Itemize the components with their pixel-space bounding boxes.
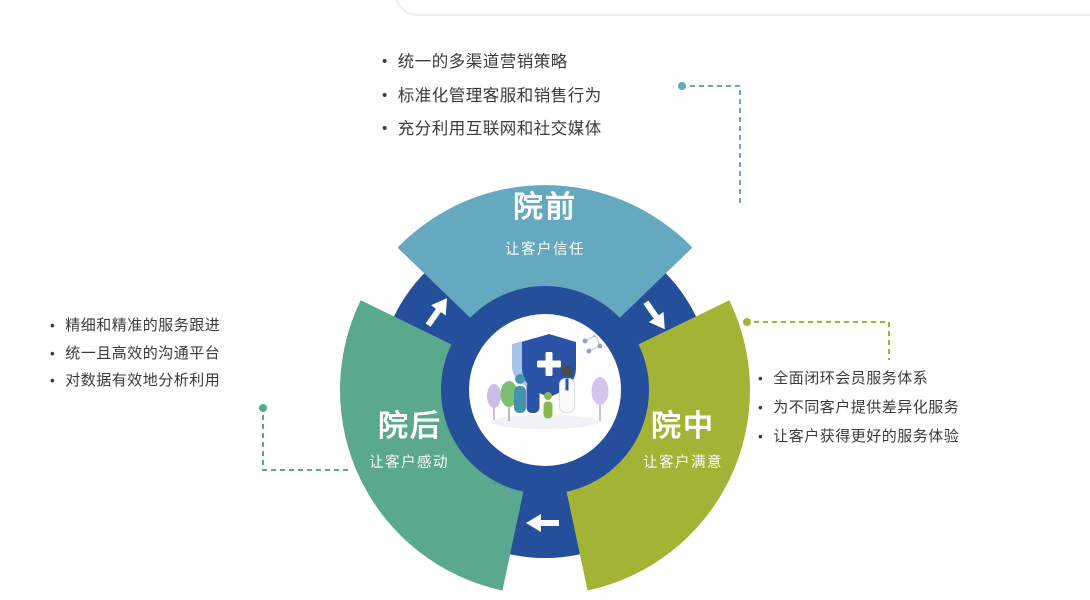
connector-line [690, 85, 741, 203]
note-item: 精细和精准的服务跟进 [50, 312, 220, 340]
segment-post-title: 院后 [378, 409, 442, 443]
child-figure [543, 392, 553, 419]
pre-phase-notes: 统一的多渠道营销策略 标准化管理客服和销售行为 充分利用互联网和社交媒体 [382, 46, 602, 147]
note-item: 充分利用互联网和社交媒体 [382, 113, 602, 147]
note-item: 为不同客户提供差异化服务 [758, 393, 959, 422]
mid-phase-notes: 全面闭环会员服务体系 为不同客户提供差异化服务 让客户获得更好的服务体验 [758, 364, 959, 451]
segment-pre-subtitle: 让客户信任 [505, 241, 585, 258]
note-item: 标准化管理客服和销售行为 [382, 80, 602, 114]
segment-mid-title: 院中 [651, 409, 715, 443]
ground-shadow [491, 415, 599, 429]
arrow-up-icon [425, 298, 447, 327]
person-figure [514, 374, 526, 413]
segment-pre-title: 院前 [513, 190, 577, 224]
connector-dot [678, 82, 686, 90]
doctor-figure [559, 365, 575, 413]
connector-dot [743, 318, 751, 326]
segment-post-subtitle: 让客户感动 [369, 454, 449, 471]
connector-mid [743, 318, 890, 360]
post-phase-notes: 精细和精准的服务跟进 统一且高效的沟通平台 对数据有效地分析利用 [50, 312, 220, 395]
person-figure [526, 368, 540, 413]
arrow-down-icon [643, 300, 665, 330]
connector-dot [259, 404, 267, 412]
segment-post-hospital [339, 300, 524, 591]
segment-pre-hospital [397, 185, 693, 318]
connector-line [754, 321, 890, 360]
note-item: 统一的多渠道营销策略 [382, 46, 602, 80]
segment-mid-subtitle: 让客户满意 [643, 453, 723, 471]
medical-cross-icon [537, 352, 561, 376]
arrow-left-icon [526, 514, 559, 532]
connector-post [259, 404, 351, 471]
note-item: 统一且高效的沟通平台 [50, 340, 220, 368]
note-item: 全面闭环会员服务体系 [758, 364, 959, 393]
segment-in-hospital [566, 300, 751, 591]
connector-pre [678, 82, 741, 203]
connector-line [262, 415, 351, 471]
note-item: 对数据有效地分析利用 [50, 367, 220, 395]
hospital-customers-illustration [487, 332, 609, 429]
tree-icons [487, 377, 609, 421]
note-item: 让客户获得更好的服务体验 [758, 422, 959, 451]
